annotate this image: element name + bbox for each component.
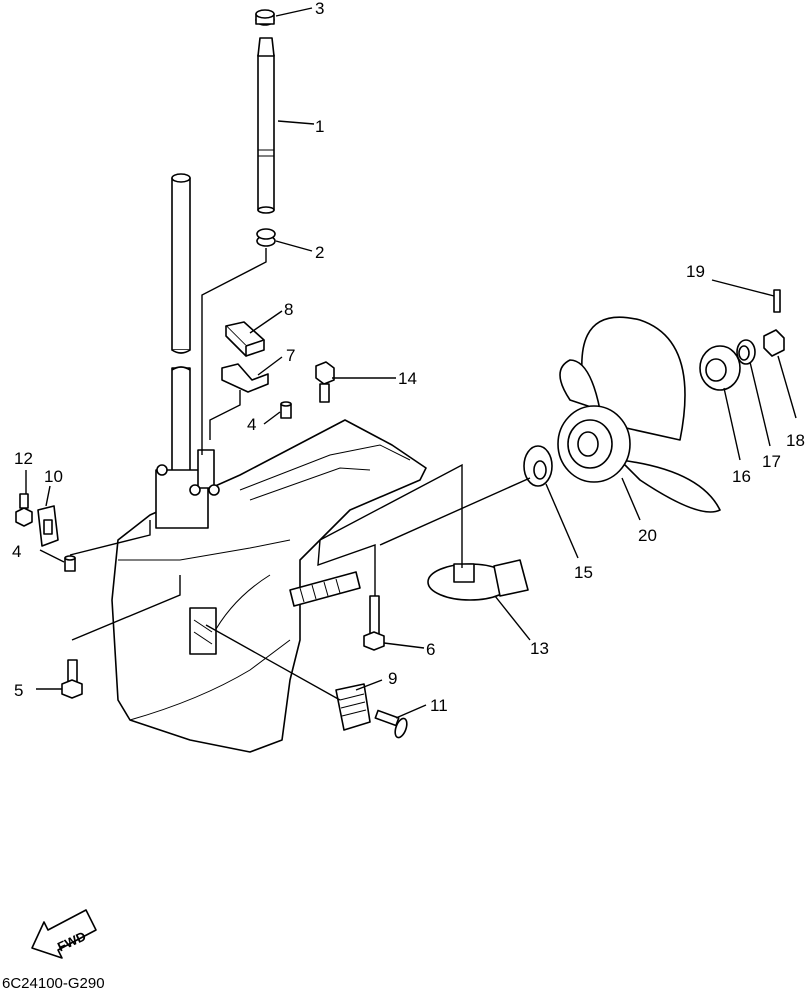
- diagram-code: 6C24100-G290: [2, 975, 105, 991]
- callout-19: 19: [686, 262, 705, 281]
- propeller-20[interactable]: [557, 316, 721, 513]
- callout-15: 15: [574, 563, 593, 582]
- bolt-12[interactable]: [15, 493, 33, 527]
- callout-14: 14: [398, 369, 417, 388]
- bolt-6[interactable]: [363, 595, 385, 651]
- water-tube[interactable]: [257, 37, 275, 214]
- callout-10: 10: [44, 467, 63, 486]
- callout-4-upper: 4: [247, 415, 256, 434]
- bolt-5[interactable]: [61, 659, 83, 699]
- spacer-16[interactable]: [699, 345, 741, 391]
- trim-tab-13[interactable]: [427, 559, 529, 601]
- rubber-seal-7[interactable]: [221, 363, 269, 393]
- callout-7: 7: [286, 346, 295, 365]
- callout-17: 17: [762, 452, 781, 471]
- washer-17[interactable]: [736, 339, 756, 365]
- lower-unit-casing[interactable]: [111, 419, 427, 753]
- callout-12: 12: [14, 449, 33, 468]
- anode-9[interactable]: [335, 683, 371, 731]
- grommet-top[interactable]: [255, 9, 275, 26]
- callout-8: 8: [284, 300, 293, 319]
- bolt-14[interactable]: [315, 361, 335, 403]
- callout-5: 5: [14, 681, 23, 700]
- seal-ring[interactable]: [256, 228, 276, 247]
- rubber-seal-8[interactable]: [225, 321, 265, 357]
- forward-arrow-icon: FWD: [31, 909, 97, 959]
- callout-4-lower: 4: [12, 542, 21, 561]
- callout-2: 2: [315, 243, 324, 262]
- thrust-washer-15[interactable]: [523, 445, 553, 487]
- plate-10[interactable]: [37, 505, 59, 547]
- drive-shaft[interactable]: [171, 173, 191, 474]
- callout-6: 6: [426, 640, 435, 659]
- callout-3: 3: [315, 0, 324, 18]
- callout-1: 1: [315, 117, 324, 136]
- callout-13: 13: [530, 639, 549, 658]
- callout-9: 9: [388, 669, 397, 688]
- dowel-pin-lower[interactable]: [64, 555, 76, 572]
- dowel-pin-upper[interactable]: [280, 401, 292, 419]
- callout-18: 18: [786, 431, 805, 450]
- callout-16: 16: [732, 467, 751, 486]
- leader-lines: [25, 7, 797, 719]
- cotter-pin-19[interactable]: [773, 289, 781, 313]
- callout-20: 20: [638, 526, 657, 545]
- callout-11: 11: [430, 696, 448, 715]
- screw-11[interactable]: [374, 709, 409, 739]
- nut-18[interactable]: [763, 329, 785, 357]
